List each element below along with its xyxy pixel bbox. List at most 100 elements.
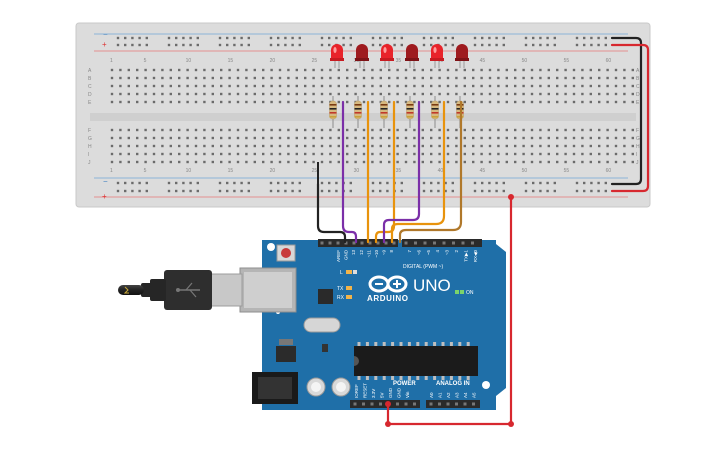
breadboard-hole — [220, 92, 223, 96]
breadboard-hole — [522, 144, 525, 148]
breadboard-hole — [304, 144, 307, 148]
header-pin[interactable] — [328, 241, 332, 245]
breadboard-hole — [178, 84, 181, 88]
header-pin[interactable] — [336, 241, 340, 245]
rail-hole — [124, 189, 127, 193]
breadboard-hole — [413, 100, 416, 104]
rail-hole — [444, 43, 447, 47]
header-pin[interactable] — [463, 402, 467, 406]
arduino-uno-board[interactable]: ARDUINO UNO L TX RX ON DIGITAL (PWM ~) P… — [239, 239, 506, 410]
red-led-rim — [355, 58, 369, 61]
header-pin[interactable] — [413, 402, 416, 406]
power-header-label: POWER — [393, 381, 416, 387]
header-pin[interactable] — [423, 241, 427, 245]
usb-cable — [118, 270, 243, 310]
rail-hole — [473, 181, 477, 185]
header-pin[interactable] — [376, 241, 380, 245]
breadboard-hole — [388, 136, 391, 140]
header-pin[interactable] — [384, 241, 388, 245]
breadboard-hole — [270, 92, 273, 96]
header-pin[interactable] — [442, 241, 446, 245]
breadboard-hole — [614, 152, 618, 156]
chip-pin — [382, 376, 386, 380]
reset-button-cap[interactable] — [281, 248, 291, 258]
resistor-band — [406, 112, 414, 114]
rail-hole — [546, 181, 549, 185]
red-led — [456, 44, 468, 60]
header-pin[interactable] — [404, 402, 408, 406]
rail-hole — [167, 36, 171, 40]
rail-hole — [138, 181, 141, 185]
breadboard-hole — [497, 68, 500, 72]
header-pin[interactable] — [352, 241, 356, 245]
rail-hole — [473, 189, 477, 193]
rail-hole — [604, 36, 607, 40]
rail-hole — [328, 181, 331, 185]
breadboard-hole — [556, 92, 559, 96]
led-on-2 — [460, 290, 464, 294]
breadboard-hole — [136, 84, 139, 88]
digital-header-right — [402, 239, 482, 247]
header-pin[interactable] — [446, 402, 450, 406]
header-pin[interactable] — [452, 241, 455, 245]
header-pin[interactable] — [368, 241, 372, 245]
header-pin[interactable] — [455, 402, 458, 406]
breadboard-hole — [144, 100, 147, 104]
breadboard-hole — [564, 76, 567, 80]
breadboard-hole — [514, 144, 517, 148]
breadboard-hole — [362, 68, 366, 72]
breadboard-hole — [430, 136, 433, 140]
header-pin[interactable] — [362, 402, 365, 406]
breadboard-hole — [211, 76, 214, 80]
breadboard-hole — [396, 100, 399, 104]
breadboard-hole — [631, 128, 634, 132]
breadboard-hole — [119, 136, 122, 140]
header-pin[interactable] — [472, 402, 475, 406]
header-pin[interactable] — [404, 241, 408, 245]
header-pin[interactable] — [320, 241, 324, 245]
breadboard-hole — [245, 144, 248, 148]
breadboard-hole — [329, 152, 332, 156]
breadboard-hole — [262, 68, 265, 72]
header-pin[interactable] — [370, 402, 374, 406]
header-pin[interactable] — [414, 241, 417, 245]
analog-pin-label: A4 — [463, 392, 468, 398]
header-pin[interactable] — [344, 241, 348, 245]
breadboard-hole — [362, 160, 366, 164]
rail-hole — [575, 189, 579, 193]
breadboard-hole — [379, 68, 382, 72]
breadboard-hole — [119, 144, 122, 148]
breadboard-hole — [337, 92, 340, 96]
rail-hole — [437, 181, 440, 185]
breadboard[interactable]: 1155101015152020252530303535404045455050… — [75, 22, 651, 208]
header-pin[interactable] — [353, 402, 357, 406]
breadboard-hole — [530, 92, 534, 96]
header-pin[interactable] — [396, 402, 399, 406]
header-pin[interactable] — [379, 402, 382, 406]
breadboard-hole — [152, 76, 156, 80]
header-pin[interactable] — [438, 402, 441, 406]
breadboard-hole — [371, 92, 374, 96]
rail-hole — [444, 36, 447, 40]
breadboard-hole — [539, 76, 542, 80]
header-pin[interactable] — [392, 241, 396, 245]
chip-pin — [391, 376, 395, 380]
rail-hole — [124, 36, 127, 40]
breadboard-hole — [295, 152, 298, 156]
header-pin[interactable] — [433, 241, 436, 245]
breadboard-hole — [572, 144, 576, 148]
header-pin[interactable] — [461, 241, 465, 245]
gnd-wire — [316, 182, 347, 244]
breadboard-hole — [220, 144, 223, 148]
breadboard-hole — [329, 144, 332, 148]
header-pin[interactable] — [360, 241, 364, 245]
rail-hole — [182, 189, 185, 193]
header-pin[interactable] — [429, 402, 433, 406]
header-pin[interactable] — [471, 241, 474, 245]
breadboard-hole — [455, 100, 458, 104]
breadboard-hole — [623, 128, 626, 132]
breadboard-hole — [346, 84, 349, 88]
breadboard-hole — [530, 84, 534, 88]
breadboard-hole — [161, 76, 164, 80]
breadboard-hole — [278, 84, 282, 88]
